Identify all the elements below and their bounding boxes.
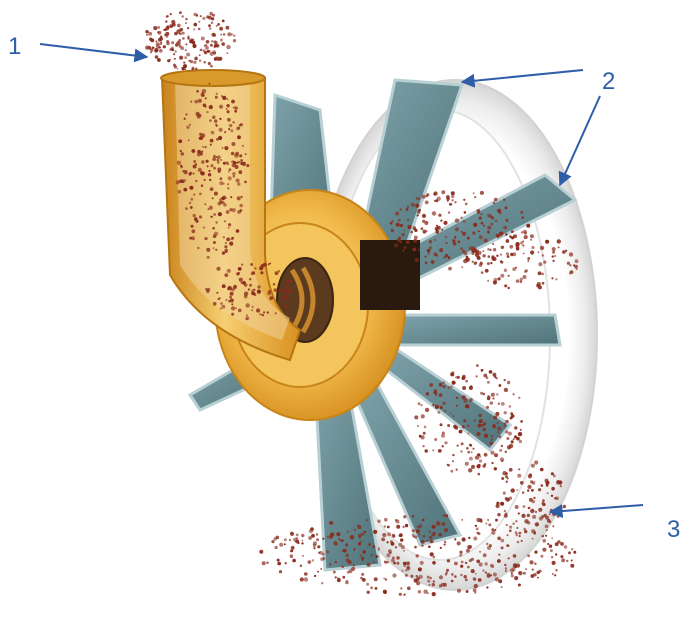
callout-label-1: 1 — [8, 35, 21, 59]
callout-label-2: 2 — [602, 70, 615, 94]
blade — [395, 315, 560, 345]
callout-arrow-1 — [40, 44, 147, 57]
callout-arrow-2a — [462, 70, 583, 82]
callout-label-3: 3 — [667, 518, 680, 542]
callout-arrow-2b — [560, 96, 600, 185]
